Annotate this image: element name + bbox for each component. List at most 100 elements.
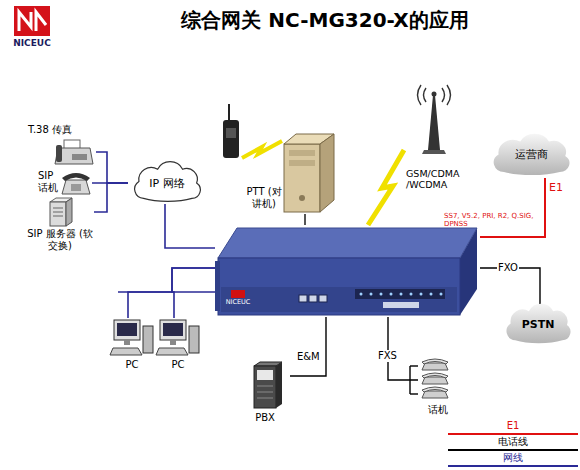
legend-line xyxy=(448,433,578,435)
status-led xyxy=(390,293,393,296)
radio-wave xyxy=(442,88,445,102)
network-port xyxy=(319,295,327,302)
pc-screen xyxy=(163,323,183,336)
network-port xyxy=(309,295,317,302)
tower-button xyxy=(299,195,305,201)
phone-base xyxy=(422,391,448,398)
network-line xyxy=(128,268,215,318)
tower-side xyxy=(320,134,334,212)
node-label: SIP 话机 xyxy=(38,170,62,194)
phone-stub xyxy=(410,365,418,366)
node-shape xyxy=(215,225,480,317)
server-slot xyxy=(53,212,63,213)
network-line xyxy=(172,268,215,318)
legend-line-sample xyxy=(448,448,578,452)
logo-text: NICEUC xyxy=(6,38,58,49)
phone-set-node: 话机 xyxy=(418,358,458,420)
ip-network-cloud: IP 网络 xyxy=(128,160,206,206)
pc-keyboard xyxy=(110,348,142,355)
node-label: GSM/CDMA /WCDMA xyxy=(406,168,468,191)
status-led xyxy=(410,293,413,296)
pbx-front xyxy=(254,366,276,408)
phone-handset xyxy=(422,359,448,364)
pbx-panel xyxy=(257,370,273,380)
node-label: IP 网络 xyxy=(128,177,206,190)
server-slot xyxy=(53,216,63,217)
legend-row: 电话线 xyxy=(448,437,578,453)
pbx-node: PBX xyxy=(240,360,290,426)
node-label: NICEUC xyxy=(219,299,257,307)
legend-row: 网线 xyxy=(448,453,578,469)
legend-row: E1 xyxy=(448,421,578,437)
node-label: 运营商 xyxy=(486,148,576,161)
network-line xyxy=(94,183,128,212)
walkie-talkie-screen xyxy=(226,128,236,138)
phone-handset xyxy=(422,387,448,392)
logo-stroke xyxy=(19,12,31,31)
legend-text: 网线 xyxy=(448,453,578,463)
pc-monitor xyxy=(160,320,186,340)
phone-handset xyxy=(62,173,90,181)
status-led xyxy=(380,293,383,296)
node-label: PBX xyxy=(240,412,290,424)
legend-line xyxy=(448,465,578,467)
gateway-logo xyxy=(231,290,245,298)
pc-screen xyxy=(117,323,137,336)
tower-bay xyxy=(289,160,315,166)
sip-phone-node: SIP 话机 xyxy=(38,168,92,196)
network-line xyxy=(165,204,215,248)
node-label: T.38 传真 xyxy=(28,124,96,136)
radio-wave xyxy=(447,85,451,105)
fax-node: T.38 传真 xyxy=(28,124,96,166)
pc-node: PC xyxy=(110,318,154,374)
radio-antenna xyxy=(228,104,230,122)
walkie-talkie xyxy=(223,120,239,158)
antenna-pole xyxy=(428,95,440,150)
phone-base xyxy=(422,377,448,384)
phone-line xyxy=(290,317,326,376)
legend-text: 电话线 xyxy=(448,437,578,447)
edge-label: E&M xyxy=(296,351,321,363)
logo-mark xyxy=(14,6,50,36)
logo-stroke xyxy=(36,12,46,31)
pc-tower xyxy=(189,326,199,353)
legend-line xyxy=(448,449,578,451)
rack-ear xyxy=(215,261,220,311)
gateway-device: NICEUC xyxy=(215,225,480,317)
radio-lightning xyxy=(242,141,282,158)
node-shape xyxy=(404,84,466,196)
wireless-lightning xyxy=(368,150,404,225)
status-led xyxy=(400,293,403,296)
wireless-antenna: GSM/CDMA /WCDMA xyxy=(404,84,466,196)
phone-base xyxy=(422,363,448,370)
pbx-side xyxy=(276,362,282,408)
server-side xyxy=(66,198,72,226)
status-led xyxy=(420,293,423,296)
phone-handset xyxy=(422,373,448,378)
pbx-slot xyxy=(257,392,273,393)
diagram-title: 综合网关 NC-MG320-X的应用 xyxy=(120,8,530,32)
tower-bay xyxy=(289,150,315,156)
led-strip xyxy=(355,289,445,299)
tower-front xyxy=(284,144,320,212)
gateway-front xyxy=(218,258,460,315)
gateway-panel xyxy=(221,287,457,312)
edge-label: E1 xyxy=(548,181,564,194)
antenna-base xyxy=(422,150,446,154)
fax-keypad xyxy=(72,154,87,160)
status-led xyxy=(440,293,443,296)
server-slot xyxy=(53,208,63,209)
e1-line xyxy=(480,178,545,237)
status-led xyxy=(430,293,433,296)
pc-stand xyxy=(124,340,130,345)
legend-line-sample xyxy=(448,464,578,468)
protocol-list: SS7, V5.2, PRI, R2, Q.SIG, DPNSS xyxy=(444,212,542,229)
phone-port-block xyxy=(383,302,419,308)
ptt-link xyxy=(304,214,306,225)
radio-wave xyxy=(418,85,422,105)
pc-stand xyxy=(170,340,176,345)
fax-handset xyxy=(56,145,62,162)
pc-keyboard xyxy=(156,348,188,355)
node-label: SIP 服务器 (软交换) xyxy=(26,228,94,252)
